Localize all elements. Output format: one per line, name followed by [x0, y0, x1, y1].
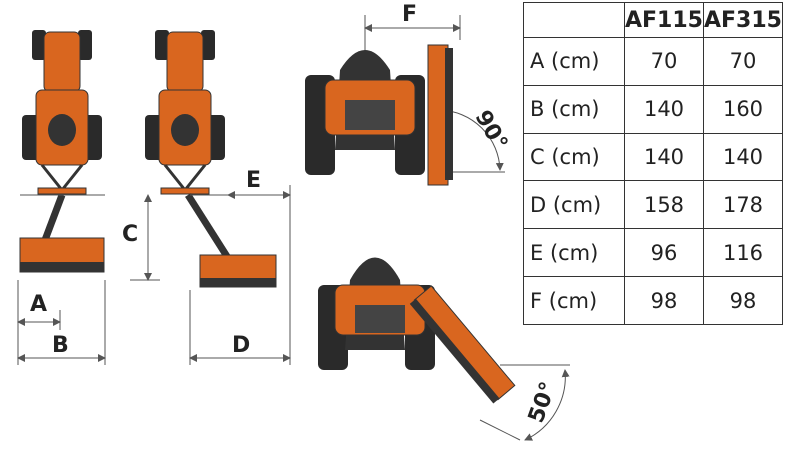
row-label: E (cm): [523, 228, 625, 278]
cell-af115: 158: [624, 180, 704, 230]
cell-af315: 160: [703, 84, 783, 134]
tractor-top-view-2: [143, 28, 277, 288]
dimension-label-f: F: [402, 2, 418, 27]
table-header-row: AF115 AF315: [523, 2, 783, 38]
table-row: F (cm) 98 98: [523, 276, 783, 325]
header-af115: AF115: [624, 2, 704, 38]
cell-af115: 140: [624, 132, 704, 182]
row-label: F (cm): [523, 276, 625, 325]
cell-af115: 96: [624, 228, 704, 278]
dimension-label-d: D: [232, 333, 251, 358]
row-label: C (cm): [523, 132, 625, 182]
cell-af115: 98: [624, 276, 704, 325]
row-label: A (cm): [523, 37, 625, 86]
cell-af315: 178: [703, 180, 783, 230]
tractor-top-view-1: [19, 28, 105, 273]
cell-af315: 70: [703, 37, 783, 86]
tractor-front-view-upright: [305, 44, 453, 186]
table-row: D (cm) 158 178: [523, 180, 783, 230]
table-row: B (cm) 140 160: [523, 84, 783, 134]
cell-af315: 140: [703, 132, 783, 182]
cell-af315: 98: [703, 276, 783, 325]
header-empty: [523, 2, 625, 38]
row-label: D (cm): [523, 180, 625, 230]
dimension-label-c: C: [122, 222, 139, 247]
cell-af315: 116: [703, 228, 783, 278]
table-row: A (cm) 70 70: [523, 37, 783, 86]
tractor-front-view-angled: [318, 257, 516, 404]
cell-af115: 140: [624, 84, 704, 134]
dimension-label-b: B: [52, 333, 69, 358]
header-af315: AF315: [703, 2, 783, 38]
dimensions-table: AF115 AF315 A (cm) 70 70 B (cm) 140 160 …: [523, 2, 783, 325]
row-label: B (cm): [523, 84, 625, 134]
dimension-label-a: A: [30, 292, 48, 317]
table-row: C (cm) 140 140: [523, 132, 783, 182]
cell-af115: 70: [624, 37, 704, 86]
dimension-label-e: E: [246, 168, 262, 193]
table-row: E (cm) 96 116: [523, 228, 783, 278]
